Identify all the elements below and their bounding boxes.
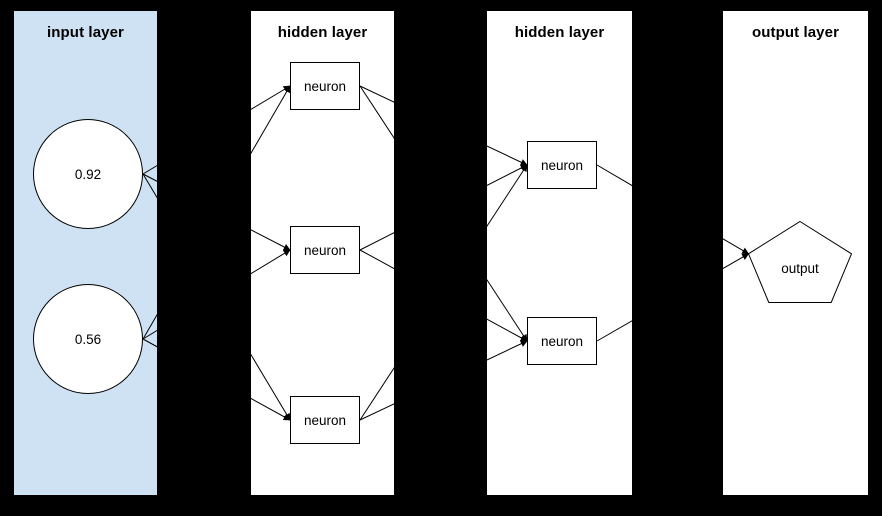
neuron-node-h1b[interactable]: neuron (290, 226, 360, 274)
layer-panel-hidden2 (486, 10, 633, 496)
neuron-node-h2a[interactable]: neuron (527, 141, 597, 189)
neuron-node-h1a[interactable]: neuron (290, 62, 360, 110)
input-node-in2[interactable]: 0.56 (33, 284, 143, 394)
layer-panel-input (13, 10, 158, 496)
neuron-node-h1c[interactable]: neuron (290, 396, 360, 444)
gutter-input-hidden1 (158, 0, 250, 516)
pentagon-shape (747, 220, 853, 303)
gutter-hidden1-hidden2 (395, 0, 486, 516)
neuron-node-h2b[interactable]: neuron (527, 317, 597, 365)
gutter-hidden2-output (633, 0, 722, 516)
output-node-out1[interactable]: output (747, 220, 853, 303)
input-node-in1[interactable]: 0.92 (33, 119, 143, 229)
